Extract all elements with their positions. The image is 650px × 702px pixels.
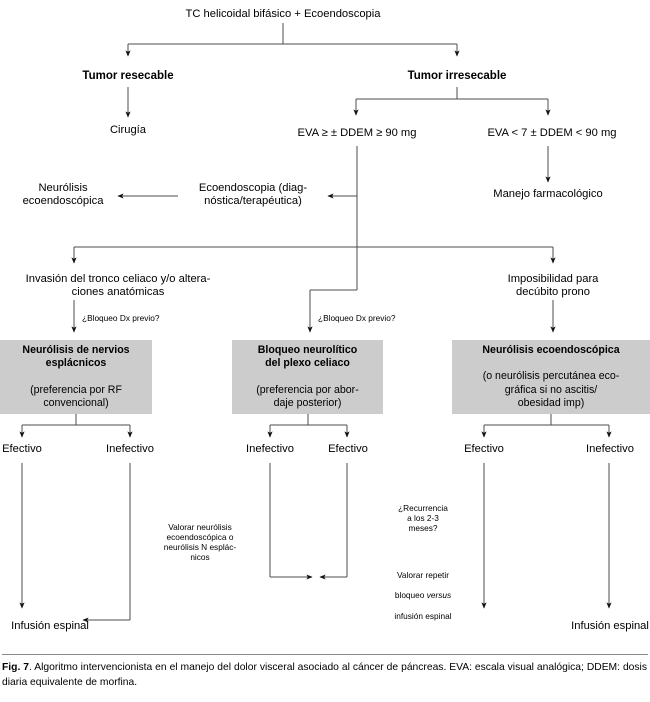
flowchart-connectors	[19, 23, 612, 623]
figure-caption-text: . Algoritmo intervencionista en el manej…	[2, 662, 647, 688]
label-bloqueo-dx-previo-mid: ¿Bloqueo Dx previo?	[318, 313, 396, 323]
node-eva-high: EVA ≥ ± DDEM ≥ 90 mg	[297, 127, 417, 139]
box-bloqueo-neurolitico-plexo-celiaco[interactable]: Bloqueo neurolítico del plexo celiaco (p…	[232, 340, 383, 414]
outcome-mid-effective: Efectivo	[328, 443, 368, 455]
node-invasion-tronco-celiaco: Invasión del tronco celiaco y/o altera- …	[25, 273, 211, 299]
figure-caption-block: Fig. 7. Algoritmo intervencionista en el…	[0, 654, 650, 690]
box-neurolisis-ecoendoscopica[interactable]: Neurólisis ecoendoscópica (o neurólisis …	[452, 340, 650, 414]
box-left-title: Neurólisis de nervios esplácnicos	[22, 344, 130, 370]
node-neurolisis-ecoendoscopica: Neurólisis ecoendoscópica	[22, 182, 104, 208]
box-right-title: Neurólisis ecoendoscópica	[482, 344, 620, 357]
figure-label: Fig. 7	[2, 662, 29, 673]
figure-caption: Fig. 7. Algoritmo intervencionista en el…	[0, 661, 650, 690]
box-left-detail: (preferencia por RF convencional)	[30, 383, 122, 409]
note-repeat-line3: infusión espinal	[394, 610, 452, 621]
outcome-mid-ineffective: Inefectivo	[246, 443, 294, 455]
node-infusion-espinal-right: Infusión espinal	[571, 620, 649, 632]
node-ecoendoscopia: Ecoendoscopia (diag- nóstica/terapéutica…	[198, 182, 308, 208]
node-infusion-espinal-left: Infusión espinal	[11, 620, 89, 632]
label-bloqueo-dx-previo-left: ¿Bloqueo Dx previo?	[82, 313, 160, 323]
outcome-right-effective: Efectivo	[464, 443, 504, 455]
note-repeat-line2: bloqueo versus	[378, 590, 468, 600]
node-manejo-farmacologico: Manejo farmacológico	[493, 188, 603, 200]
outcome-right-ineffective: Inefectivo	[586, 443, 634, 455]
box-neurolisis-nervios-esplacnicos[interactable]: Neurólisis de nervios esplácnicos (prefe…	[0, 340, 152, 414]
box-mid-title: Bloqueo neurolítico del plexo celiaco	[257, 344, 358, 370]
node-imposibilidad-decubito-prono: Imposibilidad para decúbito prono	[507, 273, 599, 299]
box-mid-detail: (preferencia por abor- daje posterior)	[256, 383, 359, 409]
node-root: TC helicoidal bifásico + Ecoendoscopia	[185, 8, 381, 20]
box-right-detail: (o neurólisis percutánea eco- gráfica si…	[482, 370, 620, 409]
note-repeat-versus: versus	[426, 590, 452, 601]
note-valorar-neurolisis: Valorar neurólisis ecoendoscópica o neur…	[163, 522, 237, 563]
caption-divider	[2, 654, 648, 655]
outcome-left-effective: Efectivo	[2, 443, 42, 455]
note-valorar-repetir-bloqueo: Valorar repetir bloqueo versus infusión …	[378, 560, 468, 631]
node-tumor-resecable: Tumor resecable	[82, 70, 174, 82]
outcome-left-ineffective: Inefectivo	[106, 443, 154, 455]
note-repeat-line1: Valorar repetir	[397, 570, 449, 581]
node-tumor-irresecable: Tumor irresecable	[407, 70, 507, 82]
note-repeat-line2a: bloqueo	[394, 590, 427, 601]
node-cirugia: Cirugía	[109, 124, 147, 136]
note-recurrencia: ¿Recurrencia a los 2-3 meses?	[398, 503, 448, 534]
flowchart-canvas: TC helicoidal bifásico + Ecoendoscopia T…	[0, 8, 650, 632]
node-eva-low: EVA < 7 ± DDEM < 90 mg	[487, 127, 617, 139]
